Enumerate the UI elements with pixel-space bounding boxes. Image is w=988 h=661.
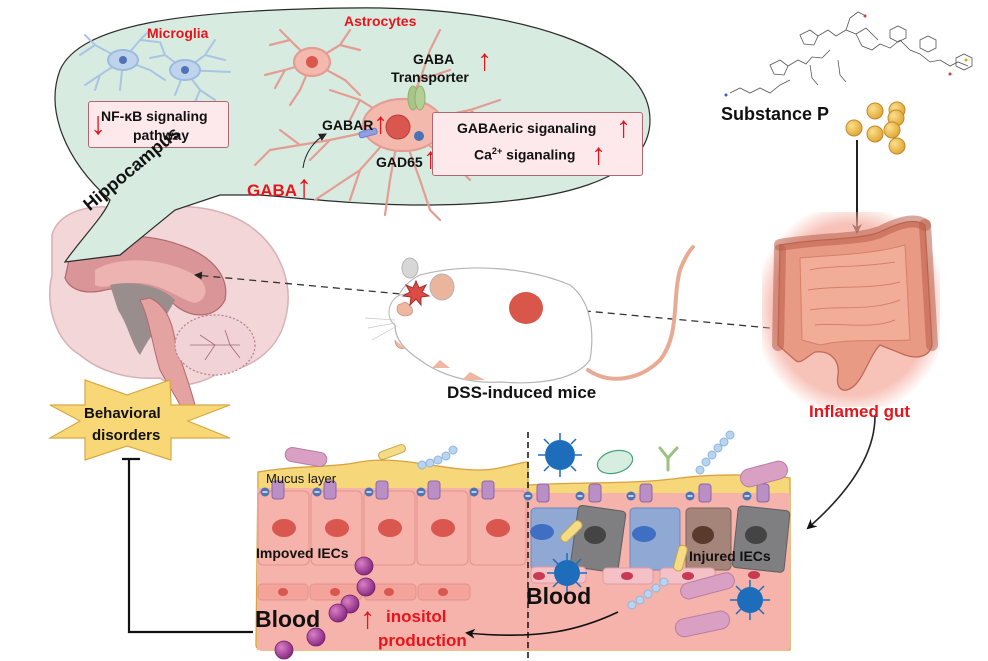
gut-illustration xyxy=(762,212,940,407)
inositol-up-arrow-icon: ↑ xyxy=(360,602,375,635)
behavioral-line1: Behavioral xyxy=(84,405,161,422)
astrocyte-signaling-box: GABAeric siganaling ↑ Ca2+ siganaling ↑ xyxy=(432,112,643,176)
mouse-illustration xyxy=(364,245,695,384)
gad65-label: GAD65 xyxy=(376,154,423,170)
improved-iecs-label: Impoved IECs xyxy=(256,545,349,561)
injured-iecs-label: Injured IECs xyxy=(689,548,771,564)
gaba-to-gabar-arrow xyxy=(302,133,327,169)
substance-p-label: Substance P xyxy=(721,104,830,124)
inhibition-connector xyxy=(122,457,253,634)
tight-junction-channels xyxy=(260,480,770,503)
inflammation-star-icon xyxy=(401,279,431,307)
astrocytes-title: Astrocytes xyxy=(344,13,417,29)
down-arrow-icon: ↓ xyxy=(90,105,106,141)
calcium-suffix: siganaling xyxy=(502,146,576,163)
gaba-transporter-line1: GABA xyxy=(413,51,455,67)
injury-to-inositol-arrow xyxy=(465,611,619,639)
improved-iec-cells xyxy=(257,490,527,601)
gabar-label: GABAR xyxy=(322,117,374,133)
astrocyte-cells xyxy=(253,28,502,222)
gaba-up-arrow-icon: ↑ xyxy=(296,168,312,204)
calcium-up-arrow-icon: ↑ xyxy=(591,138,606,171)
nfkb-line1: NF-κB signaling xyxy=(101,108,208,124)
gut-microbes xyxy=(284,430,788,638)
inflamed-gut-label: Inflamed gut xyxy=(809,402,911,421)
gabaergic-up-arrow-icon: ↑ xyxy=(616,111,631,144)
gabar-up-arrow-icon: ↑ xyxy=(373,107,388,140)
calcium-superscript: 2+ xyxy=(491,146,503,156)
gabaergic-signaling-label: GABAeric siganaling xyxy=(457,120,597,136)
blood-right-label: Blood xyxy=(526,583,592,609)
substance-p-particles xyxy=(845,101,906,155)
blood-left-label: Blood xyxy=(255,606,321,632)
substance-p-molecule xyxy=(724,11,973,97)
mucus-layer-label: Mucus layer xyxy=(266,471,337,486)
dss-mice-label: DSS-induced mice xyxy=(447,383,597,402)
calcium-signaling-label: Ca2+ siganaling xyxy=(474,146,576,163)
gaba-label: GABA xyxy=(247,181,298,200)
gaba-transporter-up-arrow-icon: ↑ xyxy=(477,44,492,77)
nfkb-box: ↓ NF-κB signaling pathway xyxy=(88,101,229,148)
behavioral-disorders-star xyxy=(47,379,231,461)
calcium-prefix: Ca xyxy=(474,146,492,163)
behavioral-line2: disorders xyxy=(92,427,161,444)
nfkb-line2: pathway xyxy=(133,127,190,143)
inositol-line2: production xyxy=(378,631,467,650)
microglia-title: Microglia xyxy=(147,25,209,41)
inositol-line1: inositol xyxy=(386,607,447,626)
microglia-cells xyxy=(79,29,231,103)
gaba-transporter-line2: Transporter xyxy=(391,69,469,85)
gut-to-intestine-arrow xyxy=(806,415,876,530)
inositol-particles xyxy=(274,556,376,660)
injured-iec-cells xyxy=(530,504,791,600)
